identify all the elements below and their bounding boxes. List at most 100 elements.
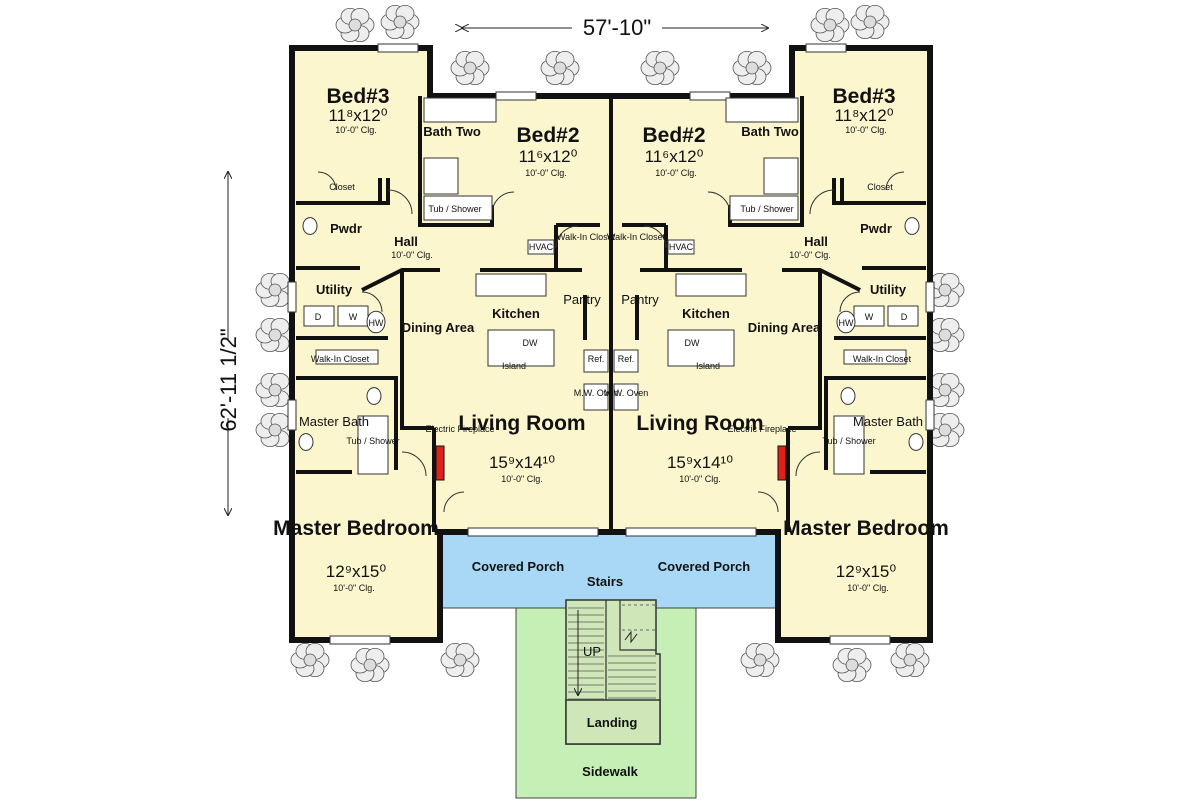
pantry-label: Pantry [621,292,659,307]
utility-label: Utility [316,282,353,297]
refrigerator [583,349,609,373]
height-dimension: 62'-11 1/2" [216,172,241,515]
bed2-size: 11⁶x12⁰ [519,147,578,166]
toilet [908,433,924,451]
shrub-icon [890,642,930,678]
width-dimension: 57'-10" [462,15,768,40]
hvac-unit [667,239,695,255]
hvac-unit [527,239,555,255]
dw-label: DW [523,338,538,348]
stairs-label: Stairs [587,574,623,589]
kitchen-counter [675,273,747,297]
window [495,91,537,101]
shrub-icon [290,642,330,678]
master-tub-label: Tub / Shower [346,436,399,446]
dryer [887,305,919,327]
window [925,281,935,313]
dryer-label: D [901,312,908,322]
toilet [302,217,318,235]
ref-label: Ref. [618,354,635,364]
window [829,635,891,645]
master-walkin-label: Walk-In Closet [311,354,370,364]
bed3-name: Bed#3 [326,85,389,108]
covered-porch-area [439,531,779,609]
water-heater-icon [366,310,386,334]
window [805,43,847,53]
fireplace-left [435,445,445,481]
shrub-icon [350,647,390,683]
shrub-icon [832,647,872,683]
microwave-oven [583,383,609,411]
shrub-icon [440,642,480,678]
master-clg: 10'-0" Clg. [847,583,888,593]
master-size: 12⁹x15⁰ [836,562,897,581]
living-size: 15⁹x14¹⁰ [489,453,555,472]
sidewalk-label: Sidewalk [582,764,638,779]
bed2-name: Bed#2 [516,124,579,147]
door-swings [317,171,905,513]
bed2-size: 11⁶x12⁰ [645,147,704,166]
fireplace-right [777,445,787,481]
tub-shower [729,195,799,221]
window [625,527,757,537]
hall-name: Hall [804,234,828,249]
hall-clg: 10'-0" Clg. [391,250,432,260]
shrub-icon [732,50,772,86]
hall-clg: 10'-0" Clg. [789,250,830,260]
washer-label: W [865,312,874,322]
window [287,399,297,431]
living-name: Living Room [458,412,585,435]
door-swing [361,291,383,313]
landscaping-shrubs [255,4,965,683]
window [467,527,599,537]
door-swing [795,451,821,477]
window [377,43,419,53]
door-swing [643,225,667,249]
window [925,399,935,431]
hvac-label: HVAC [529,242,554,252]
bed2-name: Bed#2 [642,124,705,147]
porch-label: Covered Porch [472,559,565,574]
dryer-label: D [315,312,322,322]
dining-label: Dining Area [748,320,821,335]
shrub-icon [335,7,375,43]
shrub-icon [255,317,295,353]
island-label: Island [696,361,720,371]
bed3-name: Bed#3 [832,85,895,108]
water-heater-label: HW [839,318,854,328]
bed3-clg: 10'-0" Clg. [335,125,376,135]
bath-vanity [423,97,497,123]
shrub-icon [255,372,295,408]
fixtures [298,97,924,475]
master-bath-label: Master Bath [853,414,923,429]
bath-two-name: Bath Two [741,124,799,139]
mw-label: M.W. Oven [574,388,619,398]
door-swing [757,491,779,513]
refrigerator [613,349,639,373]
living-clg: 10'-0" Clg. [501,474,542,484]
landing-label: Landing [587,715,638,730]
door-swing [401,451,427,477]
utility-label: Utility [870,282,907,297]
walk-in-closet-shelf [315,349,379,365]
hvac-label: HVAC [669,242,694,252]
master-name: Master Bedroom [783,517,949,540]
kitchen-counter [475,273,547,297]
stairs-up-label: UP [583,644,601,659]
bed2-clg: 10'-0" Clg. [655,168,696,178]
shrub-icon [380,4,420,40]
kitchen-label: Kitchen [492,306,540,321]
toilet [366,387,382,405]
door-swing [555,225,579,249]
shrub-icon [740,642,780,678]
pantry-label: Pantry [563,292,601,307]
washer-label: W [349,312,358,322]
walkin-label: Walk-In Closet [557,232,616,242]
master-name: Master Bedroom [273,517,439,540]
shrub-icon [810,7,850,43]
master-tub [357,415,389,475]
shrub-icon [450,50,490,86]
living-name: Living Room [636,412,763,435]
bath-two-name: Bath Two [423,124,481,139]
